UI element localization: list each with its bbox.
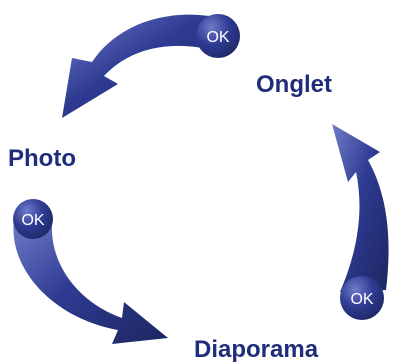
arrow-shaft-2	[13, 220, 168, 344]
arrow-shaft-1	[62, 14, 220, 118]
label-diaporama: Diaporama	[194, 336, 319, 362]
ok-badge-1	[196, 14, 240, 58]
label-photo: Photo	[8, 145, 76, 172]
ok-badge-2	[13, 199, 53, 239]
ok-text-1: OK	[206, 29, 229, 46]
ok-text-2: OK	[21, 212, 44, 229]
arrow-onglet-to-photo: OK	[62, 14, 240, 118]
ok-badge-3	[340, 276, 384, 320]
arrow-diaporama-to-onglet: OK	[332, 124, 389, 320]
label-onglet: Onglet	[256, 71, 332, 98]
ok-text-3: OK	[350, 291, 373, 308]
arrow-shaft-3	[332, 124, 389, 292]
arrow-photo-to-diaporama: OK	[13, 199, 168, 344]
